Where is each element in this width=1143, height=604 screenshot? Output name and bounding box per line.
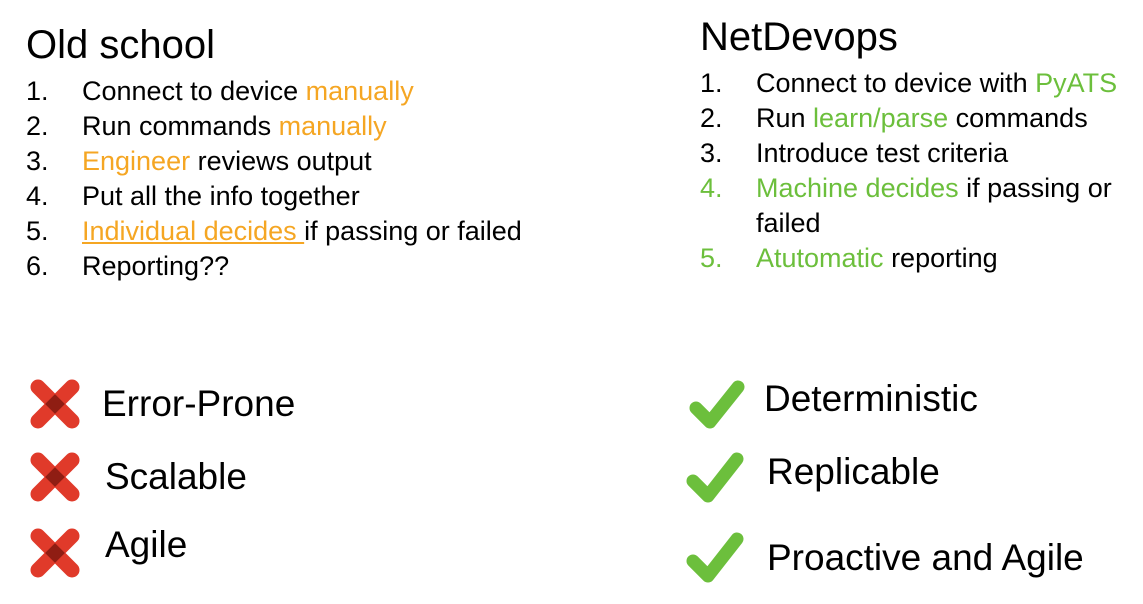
cross-icon [30, 528, 80, 578]
step-text: Machine decides [756, 173, 959, 203]
step-item: 3. Engineer reviews output [26, 144, 586, 179]
verdict-label: Proactive and Agile [767, 537, 1084, 578]
step-number: 5. [700, 243, 723, 273]
verdict-scalable: Scalable [30, 452, 247, 502]
verdict-label: Replicable [767, 451, 940, 492]
step-number: 4. [700, 173, 723, 203]
netdevops-steps: 1. Connect to device with PyATS 2. Run lear… [700, 66, 1130, 276]
step-text: Connect to device with [756, 68, 1036, 98]
step-number: 1. [700, 68, 723, 98]
step-text: PyATS [1035, 68, 1118, 98]
step-item: 2. Run commands manually [26, 109, 586, 144]
verdict-label: Scalable [105, 456, 247, 497]
step-text: Reporting?? [82, 251, 230, 281]
step-text: Put all the info together [82, 181, 360, 211]
netdevops-section: NetDevops 1. Connect to device with PyATS… [700, 14, 1140, 276]
step-item: 3. Introduce test criteria [700, 136, 1130, 171]
step-text: manually [305, 76, 414, 106]
verdict-replicable: Replicable [684, 450, 940, 506]
verdict-agile: Agile [30, 524, 187, 578]
step-text: learn/parse [813, 103, 949, 133]
step-item: 2. Run learn/parse commands [700, 101, 1130, 136]
step-text: if passing or failed [756, 173, 1112, 238]
step-number: 2. [700, 103, 723, 133]
step-text: commands [948, 103, 1088, 133]
old-school-steps: 1. Connect to device manually 2. Run comman… [26, 74, 586, 284]
step-text: Run [756, 103, 814, 133]
step-number: 3. [700, 138, 723, 168]
step-text: Run commands [82, 111, 279, 141]
step-item: 5. Individual decides if passing or fail… [26, 214, 586, 249]
step-number: 1. [26, 76, 49, 106]
step-text: Connect to device [82, 76, 306, 106]
step-text: reviews output [190, 146, 372, 176]
step-item: 4. Put all the info together [26, 179, 586, 214]
check-icon [684, 530, 746, 586]
verdict-label: Error-Prone [102, 383, 296, 424]
step-text: Individual decides [82, 216, 305, 246]
step-number: 5. [26, 216, 49, 246]
verdict-proactive-agile: Proactive and Agile [684, 530, 1084, 586]
step-text: manually [278, 111, 387, 141]
step-number: 6. [26, 251, 49, 281]
step-item: 1. Connect to device with PyATS [700, 66, 1130, 101]
old-school-title: Old school [26, 23, 215, 67]
verdict-error-prone: Error-Prone [30, 379, 295, 429]
verdict-label: Agile [105, 524, 188, 565]
step-text: if passing or failed [304, 216, 522, 246]
check-icon [684, 450, 746, 506]
cross-icon [30, 379, 80, 429]
check-icon [688, 378, 746, 432]
step-text: Introduce test criteria [756, 138, 1009, 168]
step-number: 3. [26, 146, 49, 176]
verdict-label: Deterministic [764, 378, 978, 419]
step-item: 5. Atutomatic reporting [700, 241, 1130, 276]
step-text: Atutomatic [756, 243, 884, 273]
step-number: 2. [26, 111, 49, 141]
step-item: 4. Machine decides if passing or failed [700, 171, 1130, 241]
step-text: Engineer [82, 146, 191, 176]
verdict-deterministic: Deterministic [688, 378, 978, 432]
cross-icon [30, 452, 80, 502]
step-text: reporting [883, 243, 998, 273]
netdevops-title: NetDevops [700, 15, 898, 59]
step-number: 4. [26, 181, 49, 211]
step-item: 1. Connect to device manually [26, 74, 586, 109]
step-item: 6. Reporting?? [26, 249, 586, 284]
